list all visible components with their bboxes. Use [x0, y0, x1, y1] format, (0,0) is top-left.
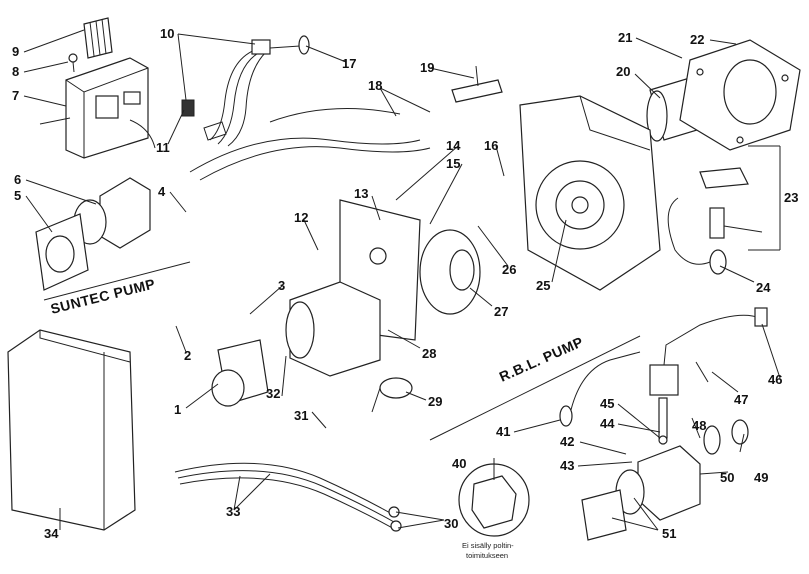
callout-27: 27	[494, 304, 508, 319]
callout-17: 17	[342, 56, 356, 71]
callout-15: 15	[446, 156, 460, 171]
callout-24: 24	[756, 280, 771, 295]
part-terminal-block	[83, 17, 113, 59]
part-ignition-cables	[181, 35, 310, 147]
callout-47: 47	[734, 392, 748, 407]
callout-31: 31	[294, 408, 308, 423]
callout-45: 45	[600, 396, 614, 411]
part-burner-cover	[7, 329, 136, 531]
part-rbl-pipe	[559, 351, 641, 427]
rbl-divider-line	[429, 335, 641, 441]
callout-12: 12	[294, 210, 308, 225]
inset-not-included	[458, 458, 530, 537]
section-label-suntec: SUNTEC PUMP	[49, 275, 157, 317]
callout-25: 25	[536, 278, 550, 293]
callout-32: 32	[266, 386, 280, 401]
callout-41: 41	[496, 424, 510, 439]
part-burner-housing	[519, 95, 661, 291]
callout-30: 30	[444, 516, 458, 531]
callout-42: 42	[560, 434, 574, 449]
callout-9: 9	[12, 44, 19, 59]
callout-34: 34	[44, 526, 59, 541]
part-motor	[285, 281, 381, 377]
leader-lines	[23, 29, 781, 531]
callout-4: 4	[158, 184, 166, 199]
callout-6: 6	[14, 172, 21, 187]
callout-20: 20	[616, 64, 630, 79]
part-screw-8	[68, 53, 78, 73]
callout-50: 50	[720, 470, 734, 485]
part-oil-hoses	[174, 462, 402, 532]
callout-44: 44	[600, 416, 615, 431]
part-photocell-assembly	[667, 167, 763, 275]
callout-19: 19	[420, 60, 434, 75]
callout-22: 22	[690, 32, 704, 47]
callout-11: 11	[156, 140, 170, 155]
section-label-rbl: R.B.L. PUMP	[497, 333, 586, 384]
callout-23: 23	[784, 190, 798, 205]
part-ignition-leads-18	[189, 108, 431, 181]
callout-21: 21	[618, 30, 632, 45]
part-mounting-flange	[679, 39, 801, 151]
part-rbl-solenoid	[649, 307, 768, 396]
callout-13: 13	[354, 186, 368, 201]
part-rbl-coupling	[703, 419, 749, 455]
part-suntec-pump	[211, 339, 269, 407]
callout-1: 1	[174, 402, 181, 417]
part-valve-stem	[658, 397, 668, 445]
callout-46: 46	[768, 372, 782, 387]
note-not-included-line1: Ei sisälly poltin-	[462, 541, 514, 550]
callout-48: 48	[692, 418, 706, 433]
callout-29: 29	[428, 394, 442, 409]
callout-5: 5	[14, 188, 21, 203]
part-pump-coupling	[35, 177, 151, 291]
callout-16: 16	[484, 138, 498, 153]
part-rbl-pump-body	[581, 445, 701, 541]
callout-18: 18	[368, 78, 382, 93]
callout-10: 10	[160, 26, 174, 41]
callout-3: 3	[278, 278, 285, 293]
suntec-divider-line	[43, 261, 191, 301]
callout-7: 7	[12, 88, 19, 103]
part-control-box	[39, 57, 156, 159]
callout-51: 51	[662, 526, 676, 541]
callout-33: 33	[226, 504, 240, 519]
callout-2: 2	[184, 348, 191, 363]
callout-40: 40	[452, 456, 466, 471]
callout-43: 43	[560, 458, 574, 473]
callout-49: 49	[754, 470, 768, 485]
callout-28: 28	[422, 346, 436, 361]
part-capacitor	[371, 377, 413, 413]
callout-26: 26	[502, 262, 516, 277]
callout-14: 14	[446, 138, 461, 153]
note-not-included-line2: toimitukseen	[466, 551, 508, 560]
part-electrode-holder	[451, 65, 503, 103]
part-fan-wheel	[419, 229, 481, 315]
callout-8: 8	[12, 64, 19, 79]
